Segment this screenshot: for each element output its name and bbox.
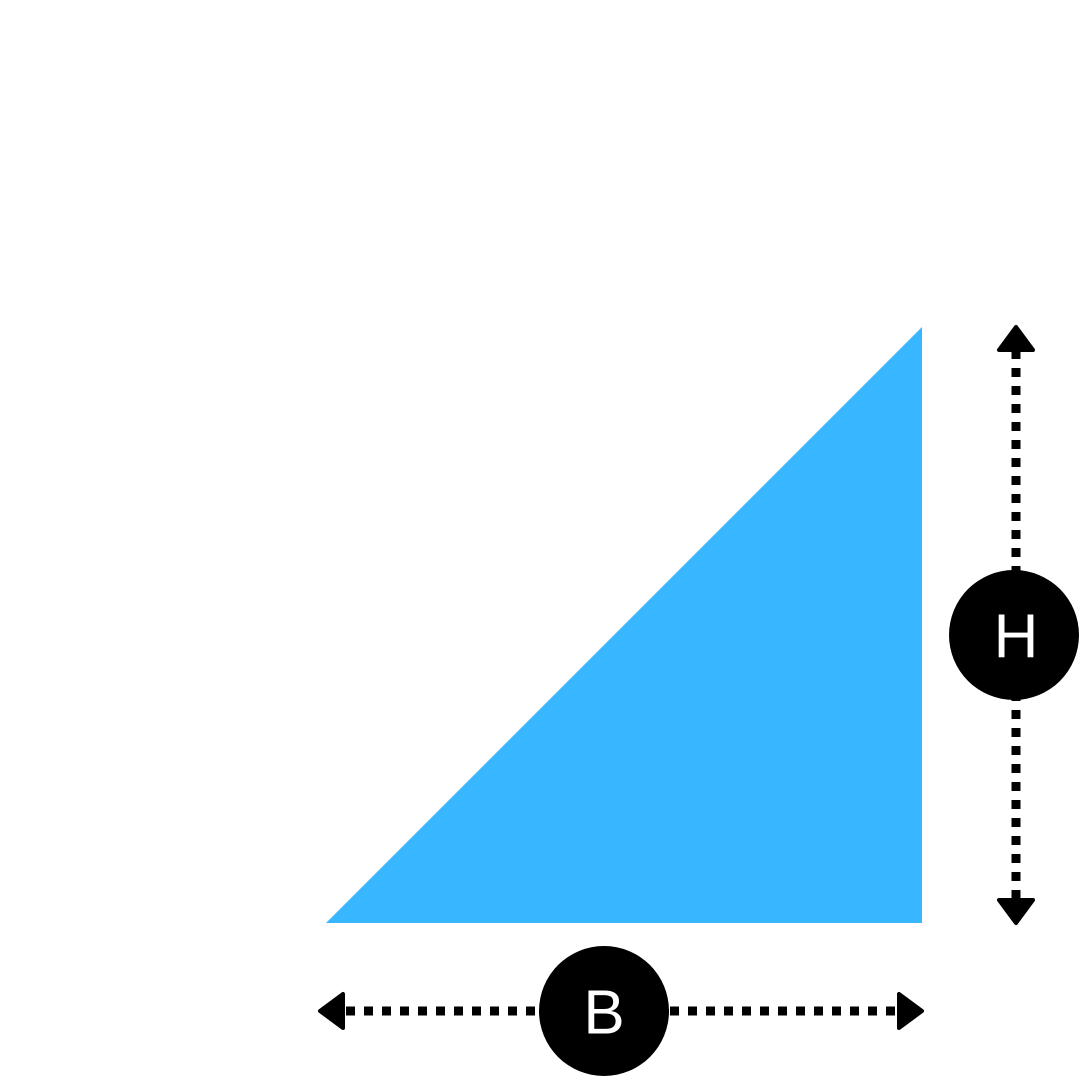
height-top-arrowhead — [997, 325, 1035, 352]
height-bottom-arrowhead — [997, 898, 1035, 925]
base-dimension: B — [318, 946, 924, 1076]
height-dimension: H — [949, 325, 1079, 925]
base-right-arrowhead — [897, 992, 924, 1030]
base-label-badge — [539, 946, 669, 1076]
base-left-arrowhead — [318, 992, 345, 1030]
height-label-badge — [949, 570, 1079, 700]
right-triangle — [326, 327, 922, 923]
height-label: H — [994, 603, 1039, 672]
base-label: B — [583, 979, 624, 1048]
